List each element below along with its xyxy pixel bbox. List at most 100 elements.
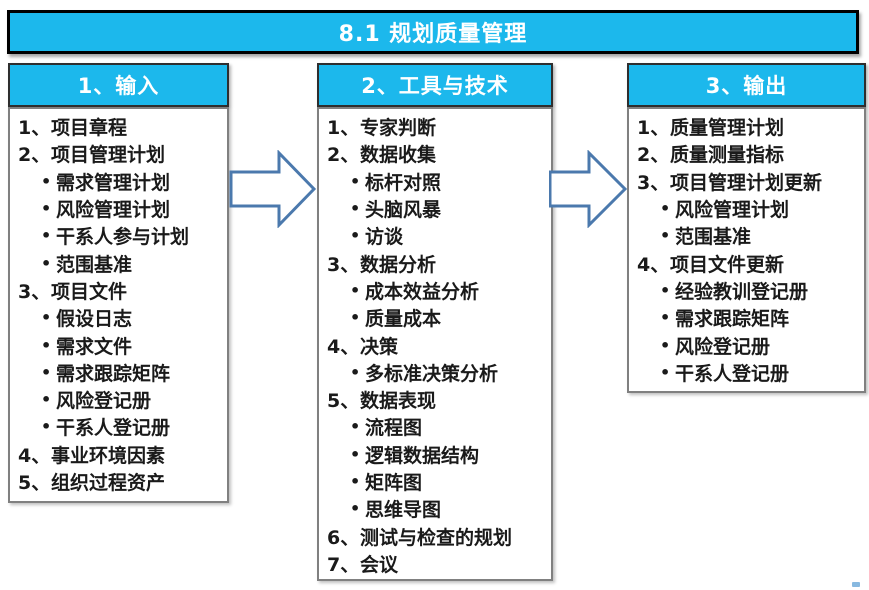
item-label: 风险登记册: [56, 390, 152, 413]
item-number: 4、: [327, 335, 360, 358]
item-label: 需求跟踪矩阵: [56, 362, 171, 385]
item-number: 1、: [18, 117, 51, 140]
bullet-icon: •: [41, 171, 52, 191]
item-label: 干系人登记册: [56, 417, 171, 440]
bullet-icon: •: [660, 335, 671, 355]
list-item: 5、组织过程资产: [18, 468, 221, 495]
list-item: •多标准决策分析: [327, 359, 545, 386]
inputs-header: 1、输入: [8, 63, 229, 107]
list-item: •风险登记册: [637, 331, 858, 358]
item-label: 组织过程资产: [51, 472, 166, 494]
list-item: •标杆对照: [327, 168, 545, 195]
item-label: 事业环境因素: [51, 444, 166, 467]
bullet-icon: •: [41, 199, 52, 219]
item-label: 项目管理计划更新: [670, 171, 823, 194]
item-label: 经验教训登记册: [675, 280, 809, 303]
item-label: 干系人登记册: [675, 362, 790, 385]
item-label: 质量测量指标: [670, 144, 785, 167]
list-item: •需求跟踪矩阵: [637, 304, 858, 331]
item-label: 成本效益分析: [365, 280, 480, 303]
bullet-icon: •: [41, 390, 52, 410]
list-item: •风险登记册: [18, 386, 221, 413]
screen-artifact: [852, 582, 860, 587]
arrow-right-icon: [229, 150, 317, 228]
item-label: 多标准决策分析: [365, 362, 499, 385]
bullet-icon: •: [41, 308, 52, 328]
list-item: 3、项目文件: [18, 277, 221, 304]
list-item: •需求文件: [18, 331, 221, 358]
list-item: 1、质量管理计划: [637, 113, 858, 140]
item-label: 矩阵图: [365, 472, 423, 494]
item-label: 决策: [360, 335, 399, 358]
item-label: 需求管理计划: [56, 171, 171, 194]
item-label: 标杆对照: [365, 171, 442, 194]
item-label: 质量成本: [365, 308, 442, 331]
list-item: 7、会议: [327, 550, 545, 577]
item-label: 数据表现: [360, 390, 437, 413]
item-number: 3、: [18, 280, 51, 303]
title-bar: 8.1 规划质量管理: [7, 10, 859, 54]
bullet-icon: •: [350, 417, 361, 437]
list-item: •需求管理计划: [18, 168, 221, 195]
list-item: 5、数据表现: [327, 386, 545, 413]
bullet-icon: •: [41, 226, 52, 246]
item-label: 需求文件: [56, 335, 133, 358]
item-label: 风险管理计划: [675, 199, 790, 222]
list-item: •思维导图: [327, 495, 545, 522]
item-number: 2、: [18, 144, 51, 167]
list-item: •逻辑数据结构: [327, 441, 545, 468]
tools-header-label: 2、工具与技术: [361, 74, 509, 98]
list-item: •假设日志: [18, 304, 221, 331]
item-label: 会议: [360, 553, 399, 576]
item-number: 4、: [18, 444, 51, 467]
bullet-icon: •: [660, 308, 671, 328]
item-number: 2、: [327, 144, 360, 167]
item-label: 范围基准: [56, 253, 133, 276]
bullet-icon: •: [660, 199, 671, 219]
list-item: •访谈: [327, 222, 545, 249]
bullet-icon: •: [350, 280, 361, 300]
list-item: •需求跟踪矩阵: [18, 359, 221, 386]
list-item: •经验教训登记册: [637, 277, 858, 304]
list-item: 4、项目文件更新: [637, 249, 858, 276]
item-number: 6、: [327, 526, 360, 549]
inputs-header-label: 1、输入: [77, 74, 160, 98]
list-item: 6、测试与检查的规划: [327, 522, 545, 549]
list-item: 3、项目管理计划更新: [637, 168, 858, 195]
bullet-icon: •: [350, 499, 361, 519]
item-label: 项目文件更新: [670, 253, 785, 276]
bullet-icon: •: [660, 362, 671, 382]
item-number: 5、: [327, 390, 360, 413]
item-number: 7、: [327, 553, 360, 576]
list-item: •范围基准: [18, 249, 221, 276]
item-number: 3、: [637, 171, 670, 194]
bullet-icon: •: [41, 417, 52, 437]
outputs-header: 3、输出: [627, 63, 866, 107]
item-number: 1、: [327, 117, 360, 140]
item-label: 质量管理计划: [670, 117, 785, 140]
item-number: 5、: [18, 472, 51, 494]
item-label: 头脑风暴: [365, 199, 442, 222]
page-title: 8.1 规划质量管理: [338, 22, 528, 47]
list-item: •干系人参与计划: [18, 222, 221, 249]
list-item: •风险管理计划: [18, 195, 221, 222]
item-label: 测试与检查的规划: [360, 526, 513, 549]
item-number: 1、: [637, 117, 670, 140]
bullet-icon: •: [350, 226, 361, 246]
bullet-icon: •: [41, 335, 52, 355]
item-label: 需求跟踪矩阵: [675, 308, 790, 331]
outputs-header-label: 3、输出: [705, 74, 788, 98]
list-item: •头脑风暴: [327, 195, 545, 222]
bullet-icon: •: [41, 253, 52, 273]
bullet-icon: •: [350, 472, 361, 491]
arrow-right-icon: [549, 150, 628, 228]
bullet-icon: •: [350, 171, 361, 191]
list-item: •矩阵图: [327, 468, 545, 495]
item-label: 访谈: [365, 226, 404, 249]
item-label: 干系人参与计划: [56, 226, 190, 249]
